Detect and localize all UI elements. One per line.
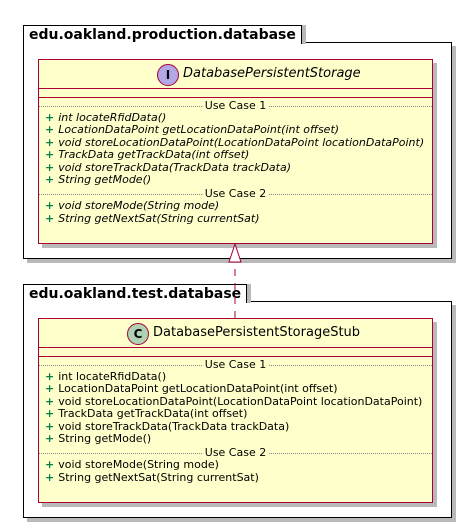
interface-method: +int locateRfidData() <box>45 111 167 124</box>
class-method: +void storeLocationDataPoint(LocationDat… <box>45 394 423 408</box>
class-section-separator: Use Case 1 <box>39 358 432 371</box>
class-fields-compartment <box>39 348 432 357</box>
interface-method: +String getNextSat(String currentSat) <box>45 211 260 225</box>
class-method: +String getMode() <box>45 432 152 446</box>
interface-header: I DatabasePersistentStorage <box>39 60 432 89</box>
class-method: +String getNextSat(String currentSat) <box>45 470 259 484</box>
interface-fields-compartment <box>39 89 432 98</box>
interface-stereotype-icon: I <box>157 64 179 86</box>
interface-section-separator: Use Case 2 <box>39 187 432 201</box>
interface-method: +void storeMode(String mode) <box>45 199 220 213</box>
class-section-label: Use Case 1 <box>202 358 269 371</box>
package-test-label: edu.oakland.test.database <box>23 284 248 303</box>
package-production-label: edu.oakland.production.database <box>23 25 302 44</box>
class-stereotype-icon: C <box>127 323 149 345</box>
class-method: +int locateRfidData() <box>45 370 167 383</box>
class-method: +void storeMode(String mode) <box>45 458 219 472</box>
interface-method: +void storeLocationDataPoint(LocationDat… <box>45 135 425 149</box>
interface-section-label: Use Case 2 <box>202 187 269 201</box>
interface-name: DatabasePersistentStorage <box>183 66 361 81</box>
class-database-persistent-storage-stub[interactable]: C DatabasePersistentStorageStub Use Case… <box>38 318 433 503</box>
class-header: C DatabasePersistentStorageStub <box>39 319 432 348</box>
interface-database-persistent-storage[interactable]: I DatabasePersistentStorage Use Case 1 +… <box>38 59 433 244</box>
class-section-label: Use Case 2 <box>202 446 269 460</box>
interface-method: +TrackData getTrackData(int offset) <box>45 148 250 162</box>
interface-method: +String getMode() <box>45 173 152 187</box>
class-method: +TrackData getTrackData(int offset) <box>45 407 248 421</box>
class-method: +LocationDataPoint getLocationDataPoint(… <box>45 382 338 396</box>
class-method: +void storeTrackData(TrackData trackData… <box>45 419 290 433</box>
interface-section-separator: Use Case 1 <box>39 99 432 112</box>
class-section-separator: Use Case 2 <box>39 446 432 460</box>
interface-method: +void storeTrackData(TrackData trackData… <box>45 160 292 174</box>
realization-arrowhead-icon <box>228 242 242 263</box>
interface-method: +LocationDataPoint getLocationDataPoint(… <box>45 123 340 137</box>
class-name: DatabasePersistentStorageStub <box>153 325 361 340</box>
interface-section-label: Use Case 1 <box>202 99 269 112</box>
